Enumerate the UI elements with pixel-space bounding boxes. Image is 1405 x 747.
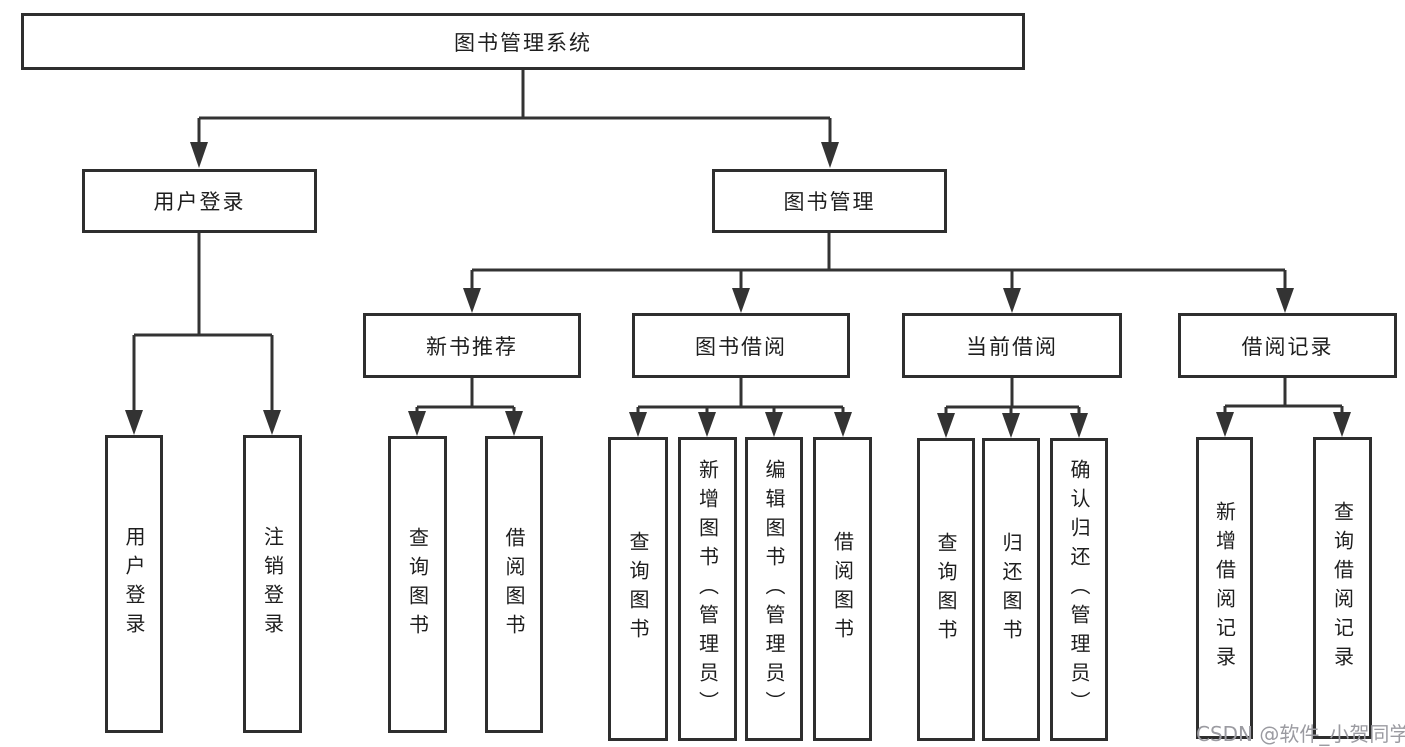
csdn-watermark: CSDN @软件_小贺同学 (1196, 722, 1405, 746)
node-leaf-return-books: 归还图书 (982, 438, 1040, 741)
node-root-label: 图书管理系统 (454, 30, 592, 55)
node-label: 当前借阅 (966, 334, 1058, 359)
leaf-label: 查询图书 (934, 531, 958, 648)
arrowhead (408, 411, 426, 436)
leaf-label: 确认归还（管理员） (1067, 459, 1091, 720)
node-label: 新书推荐 (426, 334, 518, 359)
leaf-label: 用户登录 (122, 526, 146, 642)
node-leaf-query-books-current: 查询图书 (917, 438, 975, 741)
node-leaf-logout: 注销登录 (243, 435, 302, 733)
leaf-label: 借阅图书 (502, 526, 526, 643)
node-label: 图书管理 (783, 190, 876, 214)
arrowhead (937, 413, 955, 438)
node-book-borrowing: 图书借阅 (632, 313, 850, 378)
arrowhead (1002, 413, 1020, 438)
node-new-book-recommend: 新书推荐 (363, 313, 581, 378)
node-leaf-query-books-borrowing: 查询图书 (608, 437, 668, 741)
leaf-label: 新增图书（管理员） (695, 458, 720, 720)
arrowhead (1070, 413, 1088, 438)
node-book-management-branch: 图书管理 (712, 169, 947, 233)
node-leaf-query-borrow-record: 查询借阅记录 (1313, 437, 1372, 739)
leaf-label: 注销登录 (260, 526, 285, 642)
node-user-login-branch: 用户登录 (82, 169, 317, 233)
node-leaf-confirm-return-admin: 确认归还（管理员） (1050, 438, 1108, 741)
connector-new-book-recommend (408, 378, 523, 436)
node-root: 图书管理系统 (21, 13, 1025, 70)
node-current-borrowing: 当前借阅 (902, 313, 1122, 378)
node-label: 借阅记录 (1241, 334, 1334, 359)
arrowhead (1333, 412, 1351, 437)
arrowhead (125, 410, 143, 435)
node-leaf-add-books-admin: 新增图书（管理员） (678, 437, 737, 741)
arrowhead (263, 410, 281, 435)
arrowhead (629, 412, 647, 437)
leaf-label: 归还图书 (999, 531, 1023, 648)
connector-book-management-branch (463, 233, 1294, 313)
node-label: 用户登录 (153, 190, 246, 214)
arrowhead (834, 412, 852, 437)
connector-current-borrowing (937, 378, 1088, 438)
leaf-label: 查询图书 (626, 531, 650, 647)
node-leaf-borrow-books-borrowing: 借阅图书 (813, 437, 872, 741)
node-leaf-borrow-books-recommend: 借阅图书 (485, 436, 543, 733)
arrowhead (1003, 288, 1021, 313)
arrowhead (698, 412, 716, 437)
leaf-label: 借阅图书 (830, 531, 855, 647)
leaf-label: 编辑图书（管理员） (762, 458, 786, 720)
leaf-label: 查询图书 (405, 526, 430, 643)
node-leaf-user-login: 用户登录 (105, 435, 163, 733)
leaf-label: 查询借阅记录 (1330, 501, 1355, 675)
arrowhead (1216, 412, 1234, 437)
connector-user-login-branch (125, 233, 281, 435)
arrowhead (505, 411, 523, 436)
node-leaf-add-borrow-record: 新增借阅记录 (1196, 437, 1253, 739)
leaf-label: 新增借阅记录 (1212, 501, 1237, 675)
arrowhead (1276, 288, 1294, 313)
arrowhead (765, 412, 783, 437)
arrowhead (190, 142, 208, 168)
connector-borrowing-records (1216, 378, 1351, 437)
connector-root-to-level2 (190, 70, 839, 168)
arrowhead (463, 288, 481, 313)
arrowhead (732, 288, 750, 313)
arrowhead (821, 142, 839, 168)
node-leaf-query-books-recommend: 查询图书 (388, 436, 447, 733)
node-label: 图书借阅 (695, 334, 787, 359)
connector-book-borrowing (629, 378, 852, 437)
node-borrowing-records: 借阅记录 (1178, 313, 1397, 378)
node-leaf-edit-books-admin: 编辑图书（管理员） (745, 437, 803, 741)
